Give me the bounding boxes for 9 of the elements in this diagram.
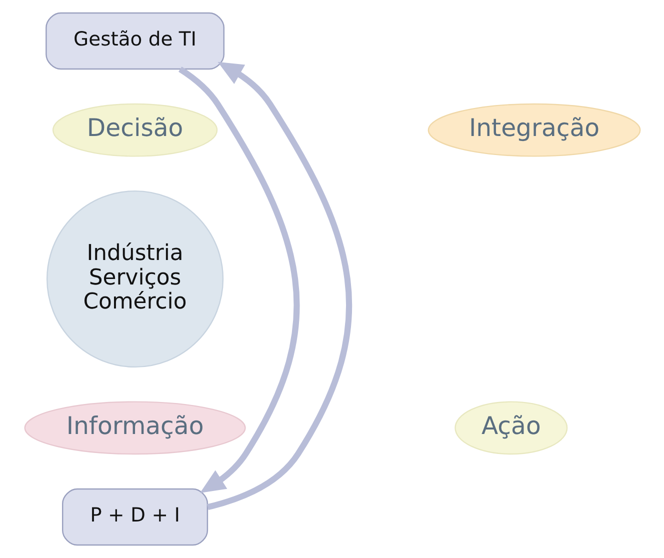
arrow xyxy=(206,62,352,510)
node-ellipse: Informação xyxy=(24,401,246,455)
node-ellipse: Integração xyxy=(427,103,640,157)
node-box: P + D + I xyxy=(62,488,208,546)
node-ellipse: Ação xyxy=(454,401,568,455)
node-ellipse: Decisão xyxy=(52,103,218,157)
node-box: Gestão de TI xyxy=(45,12,224,70)
arrow xyxy=(178,66,300,494)
node-circle: Indústria Serviços Comércio xyxy=(46,190,224,368)
